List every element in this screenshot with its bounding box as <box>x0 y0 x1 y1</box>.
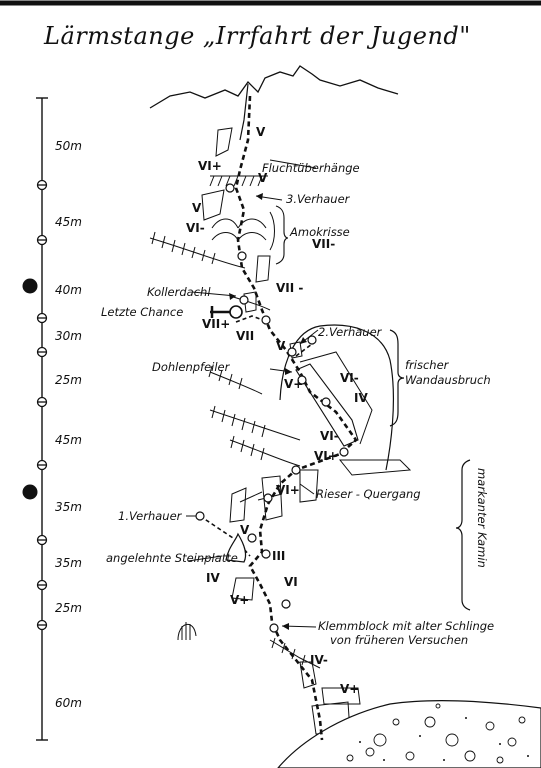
height-scale <box>22 97 48 741</box>
grade-21: VI <box>284 575 298 589</box>
wandausbruch-bracket <box>389 329 405 427</box>
climbing-route <box>234 95 358 741</box>
label-verhauer1: 1.Verhauer <box>118 509 183 523</box>
grade-11: V+ <box>284 377 303 391</box>
scale-label-7: 35m <box>55 500 82 514</box>
grade-16: VI+ <box>276 483 300 497</box>
label-rieser-quergang: Rieser - Quergang <box>316 487 421 501</box>
bolt-icon <box>210 305 243 319</box>
arrowheads <box>229 193 307 630</box>
dohlenpfeiler-slab <box>295 363 359 447</box>
grade-8: VII+ <box>202 317 230 331</box>
summit-face <box>239 83 249 141</box>
label-versuche: von früheren Versuchen <box>330 633 468 647</box>
grade-14: VI- <box>320 429 339 443</box>
belay-stations <box>195 183 349 633</box>
grade-22: IV- <box>310 653 328 667</box>
label-kollerdachl: Kollerdachl <box>147 285 211 299</box>
label-dohlenpfeiler: Dohlenpfeiler <box>152 360 231 374</box>
scale-label-2: 45m <box>55 215 82 229</box>
small-rock <box>177 624 197 641</box>
rock-slabs <box>201 127 412 735</box>
label-steinplatte: angelehnte Steinplatte <box>106 551 238 565</box>
label-letzte-chance: Letzte Chance <box>101 305 183 319</box>
label-verhauer3: 3.Verhauer <box>286 192 351 206</box>
grade-6: VII- <box>312 237 335 251</box>
summit-ridge <box>149 65 399 109</box>
label-kamin: markanter Kamin <box>475 468 489 568</box>
scale-label-1: 50m <box>55 139 82 153</box>
grade-4: V <box>192 201 202 215</box>
rock-ledges <box>149 231 321 669</box>
page-title: Lärmstange „Irrfahrt der Jugend" <box>44 22 471 50</box>
grade-18: III <box>272 549 285 563</box>
label-frischer: frischer <box>405 358 450 372</box>
boulder-base <box>277 699 541 768</box>
label-klemmblock: Klemmblock mit alter Schlinge <box>318 619 494 633</box>
grade-10: V <box>276 339 286 353</box>
scale-label-10: 60m <box>55 696 82 710</box>
small-rock-hatch <box>181 622 191 640</box>
label-fluchtueberhaenge: Fluchtüberhänge <box>262 161 360 175</box>
scale-label-4: 30m <box>55 329 82 343</box>
variant-verhauer2 <box>295 343 313 357</box>
grade-17: V <box>240 523 250 537</box>
amokrisse-bracket <box>275 205 289 265</box>
grade-3: V <box>258 171 268 185</box>
grade-19: IV <box>206 571 220 585</box>
grade-9: VII <box>236 329 254 343</box>
grade-13: IV <box>354 391 368 405</box>
kamin-bracket <box>455 459 471 611</box>
grade-12: VI- <box>340 371 359 385</box>
grade-1: V <box>256 125 266 139</box>
grade-23: V+ <box>340 682 359 696</box>
grade-7: VII - <box>276 281 303 295</box>
grade-20: V+ <box>230 593 249 607</box>
grade-5: VI- <box>186 221 205 235</box>
scale-label-8: 35m <box>55 556 82 570</box>
label-amokrisse: Amokrisse <box>289 225 350 239</box>
label-wandausbruch: Wandausbruch <box>405 373 491 387</box>
label-verhauer2: 2.Verhauer <box>318 325 383 339</box>
steinplatte-shape <box>225 532 247 563</box>
scale-label-9: 25m <box>55 601 82 615</box>
grade-15: VI+ <box>314 449 338 463</box>
scale-label-3: 40m <box>55 283 82 297</box>
grade-2: VI+ <box>198 159 222 173</box>
pillar-detail <box>299 351 373 445</box>
scale-label-6: 45m <box>55 433 82 447</box>
scale-label-5: 25m <box>55 373 82 387</box>
